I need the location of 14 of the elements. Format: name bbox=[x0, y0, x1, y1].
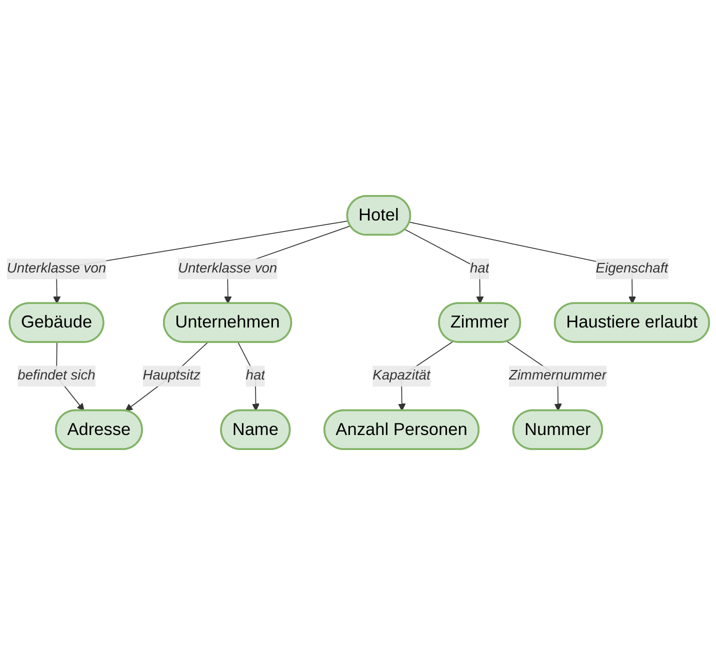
edge-label: Unterklasse von bbox=[6, 261, 106, 276]
edge-label: Eigenschaft bbox=[596, 261, 668, 276]
edge-label: hat bbox=[246, 368, 266, 383]
arrow bbox=[404, 229, 484, 304]
edge-label: Zimmernummer bbox=[508, 368, 606, 383]
edge-label: Hauptsitz bbox=[142, 368, 200, 383]
edge-label: befindet sich bbox=[18, 368, 96, 383]
edge-label: Unterklasse von bbox=[178, 261, 278, 276]
arrow bbox=[53, 220, 349, 304]
edge-label: Kapazität bbox=[372, 368, 430, 383]
arrow bbox=[125, 342, 208, 412]
edge-label: hat bbox=[470, 261, 490, 276]
arrow bbox=[238, 342, 260, 411]
arrow bbox=[409, 222, 636, 304]
